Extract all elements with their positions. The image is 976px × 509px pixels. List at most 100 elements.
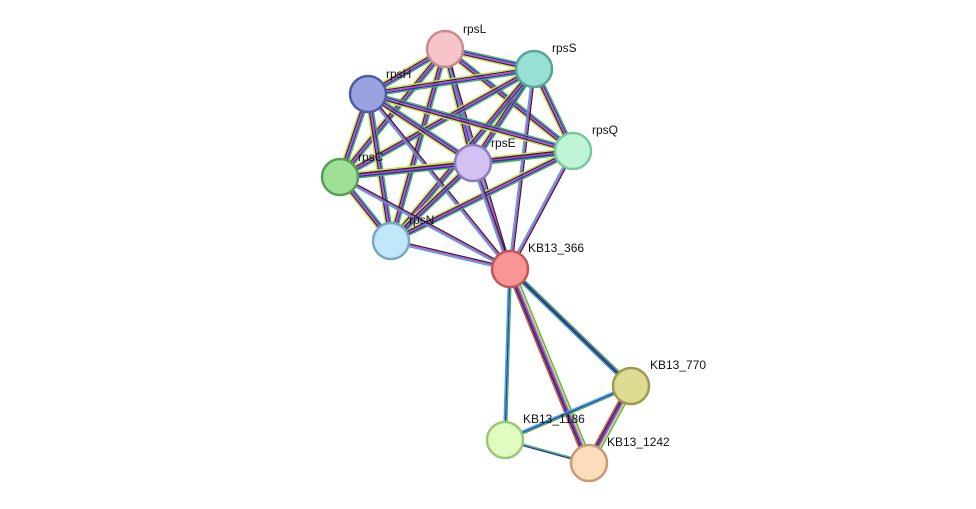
edge-evidence-line	[367, 65, 534, 92]
edge-evidence-line	[511, 267, 592, 463]
node-rpsS[interactable]	[514, 49, 554, 89]
edge-evidence-line	[365, 94, 391, 242]
edge-evidence-line	[368, 92, 512, 269]
edge-rpsN-KB13_366[interactable]	[390, 239, 511, 271]
node-label-rpsC: rpsC	[358, 150, 384, 164]
edge-evidence-line	[509, 150, 574, 270]
node-rpsL[interactable]	[425, 29, 465, 69]
node-rpsH[interactable]	[348, 74, 388, 114]
edge-rpsS-rpsC[interactable]	[338, 65, 536, 181]
edge-evidence-line	[339, 162, 474, 178]
node-KB13_366[interactable]	[490, 249, 530, 289]
edge-evidence-line	[367, 68, 535, 95]
node-label-rpsL: rpsL	[463, 22, 487, 36]
edge-evidence-line	[510, 268, 632, 386]
edge-evidence-line	[340, 163, 474, 180]
edge-evidence-line	[504, 268, 511, 441]
edge-evidence-line	[508, 150, 573, 269]
edge-evidence-line	[368, 92, 475, 163]
node-label-rpsN: rpsN	[409, 213, 434, 227]
node-label-rpsQ: rpsQ	[592, 123, 618, 137]
edge-rpsS-KB13_366[interactable]	[507, 68, 537, 270]
edge-rpsC-KB13_366[interactable]	[339, 175, 511, 271]
node-label-KB13_1242: KB13_1242	[607, 435, 670, 449]
edge-evidence-line	[391, 239, 511, 269]
edge-evidence-line	[367, 93, 511, 270]
edge-evidence-line	[509, 68, 535, 270]
edge-rpsH-rpsQ[interactable]	[367, 90, 574, 155]
edge-evidence-line	[442, 50, 572, 154]
edge-evidence-line	[390, 150, 574, 242]
edge-KB13_366-KB13_1186[interactable]	[502, 268, 513, 441]
edge-evidence-line	[340, 165, 474, 181]
node-rpsC[interactable]	[320, 157, 360, 197]
edge-evidence-line	[391, 151, 574, 243]
edge-evidence-line	[340, 175, 511, 269]
edge-rpsH-rpsN[interactable]	[364, 93, 395, 242]
edge-KB13_366-KB13_1242[interactable]	[506, 267, 593, 465]
edge-evidence-line	[390, 240, 511, 270]
labels-layer: rpsLrpsSrpsHrpsQrpsErpsCrpsNKB13_366KB13…	[358, 22, 706, 449]
edge-evidence-line	[338, 65, 533, 176]
node-label-KB13_366: KB13_366	[528, 241, 584, 255]
node-KB13_1186[interactable]	[485, 420, 525, 460]
node-label-rpsH: rpsH	[386, 67, 411, 81]
edge-evidence-line	[511, 267, 633, 385]
node-rpsQ[interactable]	[553, 131, 593, 171]
edge-evidence-line	[504, 385, 632, 441]
edge-evidence-line	[506, 270, 587, 465]
edge-evidence-line	[507, 269, 588, 465]
edge-evidence-line	[389, 147, 573, 240]
edge-evidence-line	[368, 93, 394, 241]
edge-evidence-line	[508, 269, 589, 464]
edge-evidence-line	[508, 270, 630, 388]
edge-evidence-line	[512, 267, 593, 462]
node-rpsN[interactable]	[371, 221, 411, 261]
edge-evidence-line	[367, 93, 474, 164]
node-label-KB13_1186: KB13_1186	[523, 412, 585, 426]
edge-evidence-line	[507, 68, 534, 269]
edge-evidence-line	[339, 160, 473, 177]
edge-evidence-line	[340, 69, 535, 179]
edge-evidence-line	[368, 90, 574, 149]
edge-rpsH-KB13_366[interactable]	[366, 92, 512, 271]
edge-evidence-line	[504, 384, 631, 440]
edge-KB13_366-KB13_770[interactable]	[508, 267, 633, 388]
edge-evidence-line	[367, 93, 392, 242]
edge-rpsH-rpsE[interactable]	[366, 91, 475, 166]
edge-evidence-line	[369, 91, 475, 162]
edge-evidence-line	[367, 66, 534, 94]
edge-evidence-line	[367, 94, 573, 153]
node-KB13_770[interactable]	[611, 366, 651, 406]
edge-evidence-line	[505, 386, 632, 442]
node-KB13_1242[interactable]	[569, 443, 609, 483]
edge-evidence-line	[510, 69, 537, 270]
edge-evidence-line	[510, 151, 575, 270]
edge-rpsS-rpsH[interactable]	[367, 65, 535, 98]
edge-evidence-line	[510, 268, 591, 463]
edge-evidence-line	[339, 159, 473, 175]
edge-evidence-line	[341, 70, 536, 181]
edge-evidence-line	[368, 71, 535, 98]
edge-evidence-line	[339, 176, 511, 270]
edge-evidence-line	[339, 177, 510, 271]
edge-evidence-line	[364, 94, 389, 242]
edge-evidence-line	[390, 241, 510, 271]
edge-evidence-line	[441, 49, 471, 164]
edge-evidence-line	[505, 269, 513, 441]
edge-evidence-line	[339, 67, 534, 177]
edge-evidence-line	[502, 268, 510, 440]
node-rpsE[interactable]	[453, 143, 493, 183]
edge-rpsE-rpsC[interactable]	[339, 159, 474, 181]
edge-KB13_770-KB13_1186[interactable]	[504, 384, 632, 442]
edge-evidence-line	[370, 93, 395, 241]
edge-evidence-line	[366, 94, 510, 271]
edge-evidence-line	[368, 69, 535, 97]
nodes-layer	[320, 29, 651, 483]
edge-evidence-line	[367, 96, 573, 155]
edge-evidence-line	[366, 94, 473, 165]
edge-evidence-line	[390, 149, 573, 241]
edge-rpsQ-KB13_366[interactable]	[508, 150, 575, 270]
edge-evidence-line	[509, 269, 631, 387]
